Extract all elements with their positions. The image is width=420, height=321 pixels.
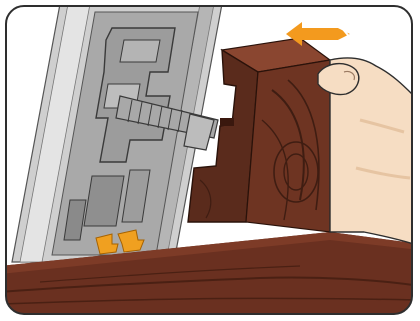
hand-icon	[318, 58, 420, 246]
